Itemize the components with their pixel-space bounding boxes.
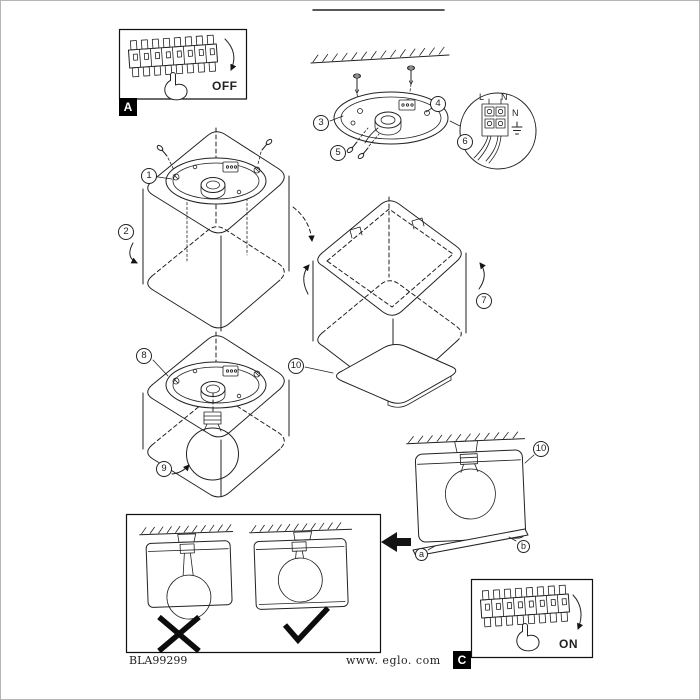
attention-left-arrow-icon <box>381 532 411 552</box>
ground-icon <box>511 121 523 135</box>
section-label-c: C <box>453 651 471 669</box>
neutral-wire-label-right: N <box>512 108 519 118</box>
part-callout-a: a <box>415 548 428 561</box>
power-on-panel <box>470 578 594 659</box>
shade-with-plate-step1-2 <box>129 127 315 332</box>
live-wire-label: L <box>479 92 485 102</box>
step-callout-6: 6 <box>457 134 473 150</box>
on-direction-arrow-icon <box>572 594 584 630</box>
callout-leader <box>427 536 517 551</box>
step-callout-10: 10 <box>288 358 304 374</box>
ceiling-plate <box>333 91 449 145</box>
plate-screw-icon <box>346 127 369 154</box>
step-callout-4: 4 <box>430 96 446 112</box>
check-icon <box>282 606 331 645</box>
bulb-position-warning-panel <box>125 513 382 654</box>
clip-detail <box>411 217 425 230</box>
ceiling-hatching <box>408 431 519 444</box>
callout-leader <box>152 359 169 377</box>
pointing-hand-icon <box>164 72 188 101</box>
off-state-label: OFF <box>212 79 238 93</box>
mounting-screw-icon <box>407 65 415 100</box>
callout-leader <box>524 454 535 464</box>
mounting-plate <box>165 157 267 205</box>
rotate-arrow-icon <box>478 262 486 290</box>
step-callout-5: 5 <box>330 145 346 161</box>
mounting-plate <box>165 361 267 409</box>
step-callout-8: 8 <box>136 348 152 364</box>
shade-attach-step7-10 <box>302 196 486 408</box>
step-callout-2: 2 <box>118 224 134 240</box>
lift-arrow-icon <box>302 264 310 295</box>
power-off-panel <box>118 28 248 101</box>
bulb-install-step8-9 <box>142 331 290 498</box>
off-direction-arrow-icon <box>224 38 237 71</box>
bulb-globe <box>445 468 496 520</box>
diffuser-plate <box>336 344 457 408</box>
clip-detail <box>349 226 363 239</box>
step-callout-7: 7 <box>476 293 492 309</box>
transfer-arrow-icon <box>292 206 315 242</box>
section-label-a: A <box>119 98 137 116</box>
diffuser-sheet <box>412 528 529 557</box>
callout-leader <box>329 115 344 122</box>
step-callout-1: 1 <box>141 168 157 184</box>
plate-screw-icon <box>257 138 273 165</box>
wiring-terminal-detail <box>449 92 537 170</box>
on-state-label: ON <box>559 637 578 651</box>
plate-screw-icon <box>156 144 175 171</box>
assembled-lamp-view <box>406 431 527 543</box>
step-callout-10b: 10 <box>533 441 549 457</box>
shade-opening <box>326 208 454 308</box>
pointing-hand-icon <box>516 623 540 652</box>
website-url: www. eglo. com <box>346 654 441 667</box>
correct-installation-figure <box>249 522 353 610</box>
ceiling-hatching <box>312 46 445 63</box>
neutral-wire-label: N <box>501 92 508 102</box>
wrong-installation-figure <box>139 524 234 620</box>
cross-icon <box>157 614 201 654</box>
part-callout-b: b <box>517 540 530 553</box>
circuit-breaker-strip <box>127 34 219 78</box>
ceiling-mounting-assembly <box>310 9 450 160</box>
step-callout-9: 9 <box>156 461 172 477</box>
plate-screw-icon <box>357 133 380 160</box>
insert-arrow-icon <box>171 464 190 475</box>
light-bulb <box>186 392 239 481</box>
step-callout-3: 3 <box>313 115 329 131</box>
bulb-base <box>459 453 478 465</box>
circuit-breaker-strip <box>479 584 571 628</box>
callout-leader <box>304 366 334 374</box>
ceiling-mount <box>454 440 478 453</box>
rotate-arrow-icon <box>129 242 138 264</box>
diffuser-insert-detail <box>412 528 529 557</box>
model-number: BLA99299 <box>129 654 188 667</box>
callout-leader <box>157 176 173 180</box>
